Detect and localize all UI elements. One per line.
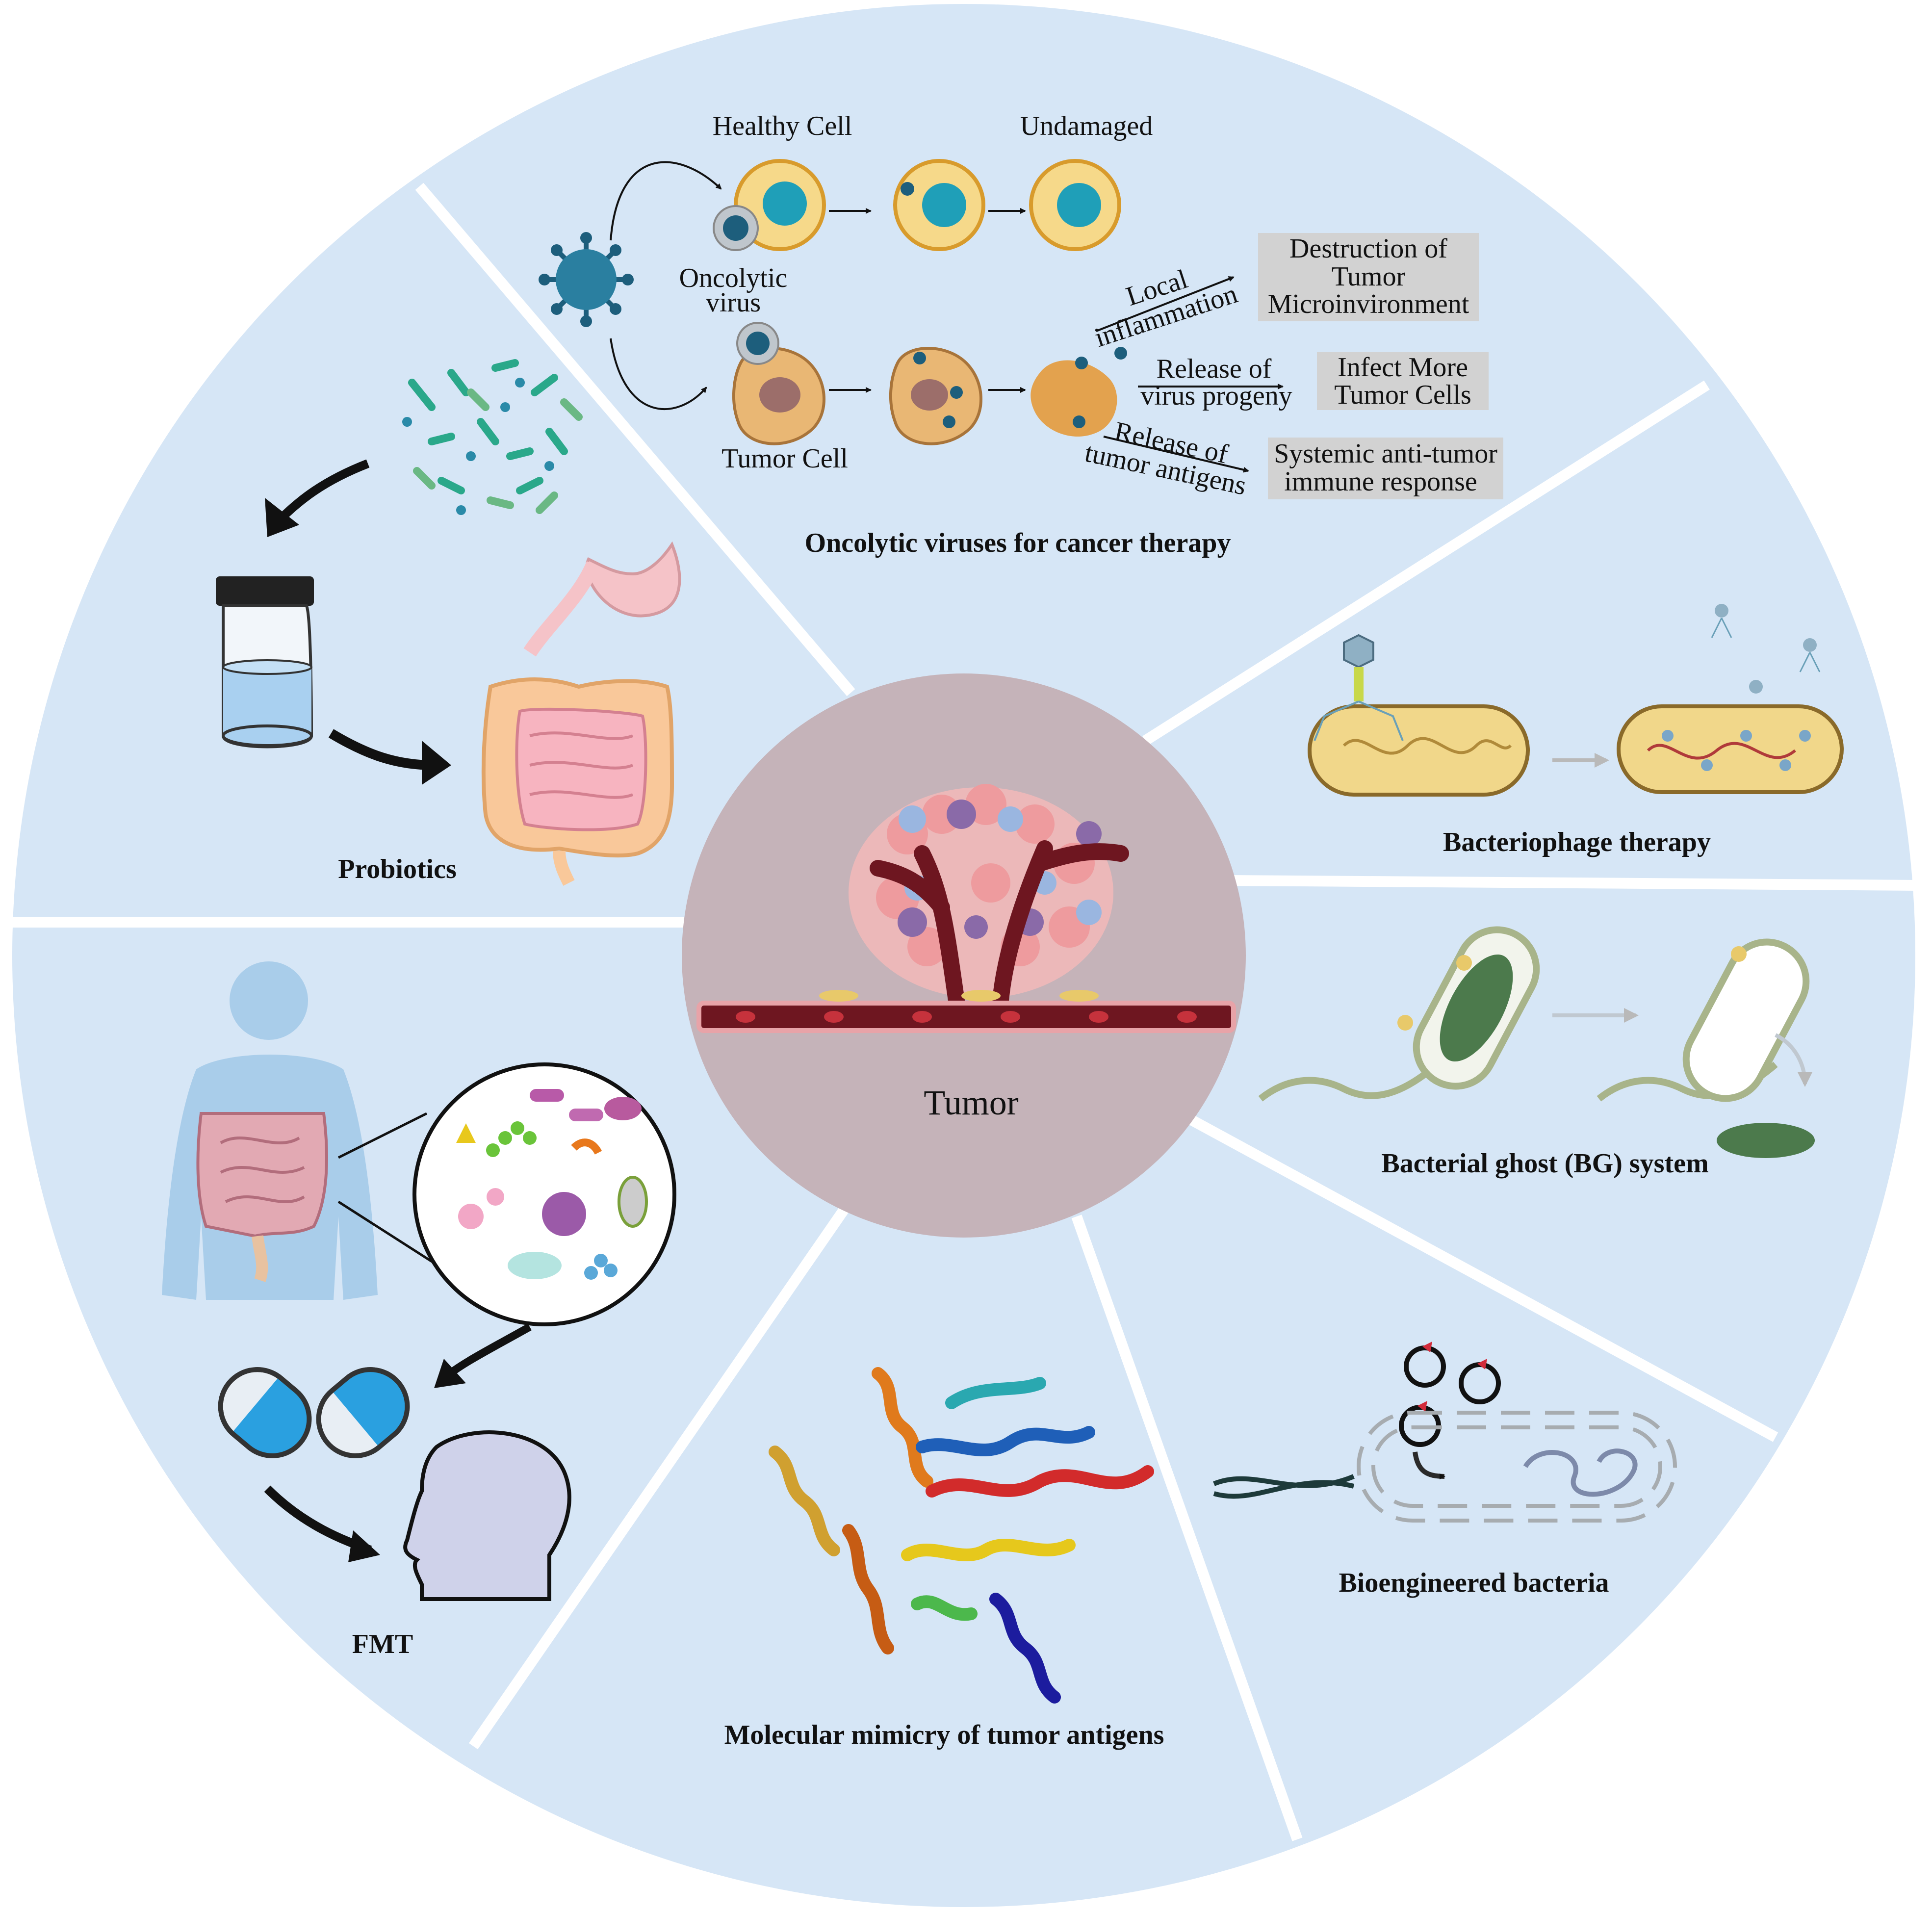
oncolytic-virus-label-1: Oncolytic [679, 263, 788, 293]
immune-box-line-2: immune response [1284, 466, 1477, 497]
intestine-icon-fmt [196, 1112, 328, 1282]
destruction-box-line-3: Microinvironment [1268, 289, 1469, 319]
center-label: Tumor [924, 1083, 1018, 1122]
immune-box-line-1: Systemic anti-tumor [1274, 439, 1497, 469]
section-dividers [10, 182, 1918, 1841]
bacteriophage-title: Bacteriophage therapy [1443, 827, 1711, 857]
tumor-cell-label: Tumor Cell [721, 443, 848, 474]
probiotic-bacteria-icon [402, 359, 583, 515]
oncolytic-section: Oncolytic virus Healthy Cell Undamaged [539, 111, 1503, 558]
tumor-cell-icon [732, 322, 1127, 445]
infect-box-line-1: Infect More [1338, 352, 1468, 383]
bacterium-icon [1308, 704, 1530, 797]
release-virus-label-1: Release of [1157, 354, 1272, 384]
bacterial-ghost-title: Bacterial ghost (BG) system [1381, 1148, 1708, 1179]
oncolytic-virus-label-2: virus [706, 287, 761, 318]
destruction-box-line-1: Destruction of [1289, 233, 1447, 264]
microbiome-icon [412, 1062, 676, 1326]
head-silhouette-icon [403, 1430, 571, 1601]
intestine-icon [481, 541, 681, 886]
bacteriophage-icon [1314, 634, 1404, 741]
oncolytic-virus-icon [539, 232, 634, 327]
healthy-cell-icon [713, 159, 1121, 251]
bioengineered-section: Bioengineered bacteria [1213, 1342, 1677, 1598]
mimicry-section: Molecular mimicry of tumor antigens [724, 1367, 1164, 1750]
infect-box [1317, 352, 1489, 410]
mimicry-title: Molecular mimicry of tumor antigens [724, 1720, 1164, 1750]
fmt-section: FMT [162, 961, 676, 1659]
bioengineered-title: Bioengineered bacteria [1339, 1568, 1609, 1598]
engineered-bacterium-icon [1357, 1411, 1677, 1523]
center-hub: Tumor [682, 673, 1246, 1238]
destruction-box-line-2: Tumor [1332, 261, 1406, 292]
destruction-box [1258, 233, 1479, 321]
bacteriophage-section: Bacteriophage therapy [1308, 604, 1844, 857]
immune-box [1268, 438, 1503, 499]
infected-bacterium-icon [1617, 704, 1844, 794]
release-virus-label-2: virus progeny [1140, 381, 1292, 411]
protein-structure-icon [769, 1367, 1154, 1704]
capsule-icon [218, 1367, 410, 1458]
tumor-vessel-icon [696, 784, 1236, 1033]
bacterium-icon-2 [1413, 926, 1540, 1090]
infect-box-line-2: Tumor Cells [1334, 380, 1471, 410]
undamaged-label: Undamaged [1020, 111, 1153, 141]
probiotics-title: Probiotics [338, 854, 457, 884]
jar-icon [216, 576, 314, 749]
bacterial-ghost-section: Bacterial ghost (BG) system [1258, 926, 1815, 1179]
healthy-cell-label: Healthy Cell [713, 111, 852, 141]
oncolytic-title: Oncolytic viruses for cancer therapy [805, 528, 1231, 558]
probiotics-section: Probiotics [216, 359, 681, 886]
fmt-title: FMT [352, 1629, 413, 1659]
